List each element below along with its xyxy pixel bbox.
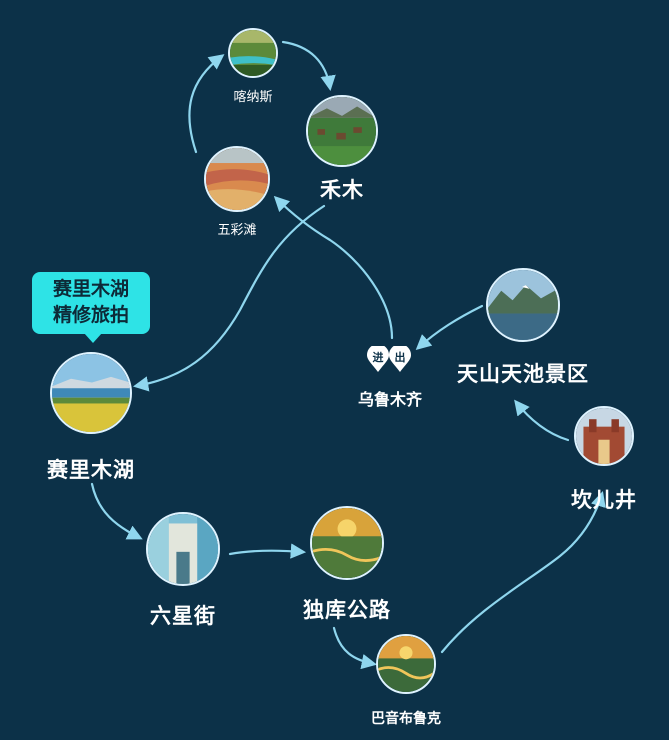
stop-label-tianshan: 天山天池景区 [457, 361, 589, 386]
route-hemu-to-sayram [132, 204, 326, 392]
stop-label-kanas: 喀纳斯 [233, 90, 273, 105]
route-wucaitan-to-kanas [188, 54, 225, 154]
route-tianshan-to-urumqi [415, 304, 484, 351]
route-kanas-to-hemu [281, 40, 336, 92]
stop-label-wucaitan: 五彩滩 [217, 223, 257, 238]
stop-label-kanerjing: 坎儿井 [571, 487, 637, 512]
stop-photo-liuxingjie[interactable] [146, 512, 220, 586]
route-liuxingjie-to-duku [228, 543, 307, 559]
sayram-photo-callout: 赛里木湖 精修旅拍 [32, 272, 150, 343]
route-sayram-to-liuxingjie [90, 482, 143, 540]
urumqi-exit-text: 出 [394, 351, 406, 364]
stop-photo-hemu[interactable] [306, 95, 378, 167]
stop-label-duku: 独库公路 [303, 597, 391, 622]
route-urumqi-to-wucaitan [273, 195, 394, 340]
urumqi-enter-text: 进 [372, 351, 384, 364]
route-duku-to-bayinbuluke [332, 626, 378, 670]
stop-photo-bayinbuluke[interactable] [376, 634, 436, 694]
urumqi-enter-pin: 进 [366, 344, 390, 372]
stop-label-sayram: 赛里木湖 [47, 457, 135, 482]
stop-label-liuxingjie: 六星街 [150, 603, 216, 628]
stop-label-hemu: 禾木 [320, 177, 364, 202]
stop-photo-duku[interactable] [310, 506, 384, 580]
callout-line-1: 赛里木湖 [52, 278, 129, 300]
route-bayinbuluke-to-kanerjing [440, 491, 606, 654]
stop-label-bayinbuluke: 巴音布鲁克 [371, 711, 441, 727]
stop-photo-tianshan[interactable] [486, 268, 560, 342]
stop-photo-kanerjing[interactable] [574, 406, 634, 466]
route-kanerjing-to-tianshan [514, 399, 570, 442]
stop-photo-wucaitan[interactable] [204, 146, 270, 212]
stop-photo-sayram[interactable] [50, 352, 132, 434]
stop-photo-kanas[interactable] [228, 28, 278, 78]
callout-line-2: 精修旅拍 [52, 304, 129, 326]
stop-label-urumqi: 乌鲁木齐 [357, 390, 422, 409]
urumqi-exit-pin: 出 [388, 344, 412, 372]
